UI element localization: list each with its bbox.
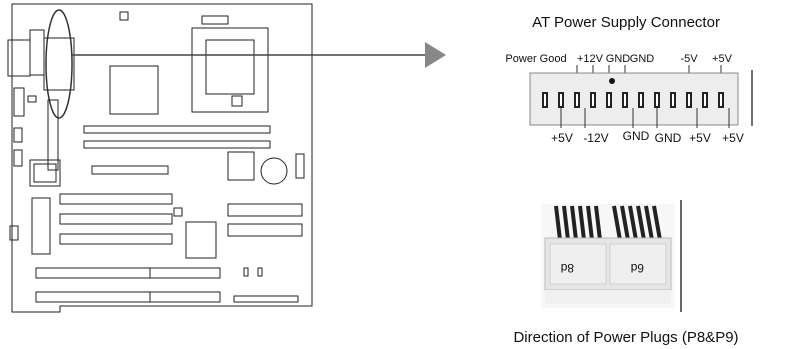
bottom-pin-label: +5V xyxy=(722,131,744,145)
power-connector-block xyxy=(43,37,75,91)
highlight-ellipse xyxy=(45,9,73,119)
expansion-slot xyxy=(59,213,173,225)
battery xyxy=(260,157,288,185)
connector-title: AT Power Supply Connector xyxy=(532,14,720,31)
back-panel-connector xyxy=(7,39,31,77)
bottom-pin-label: GND xyxy=(655,131,682,145)
back-panel-connector xyxy=(29,29,45,76)
top-pin-label: +12V xyxy=(577,53,604,65)
top-pin-label: GND xyxy=(606,53,631,65)
power-plugs-image: 8d 6d xyxy=(541,200,682,312)
isa-slot xyxy=(35,291,221,303)
memory-slot xyxy=(83,140,271,149)
plug-label-p9: 6d xyxy=(631,261,644,275)
plugs-caption: Direction of Power Plugs (P8&P9) xyxy=(513,329,738,346)
expansion-slot xyxy=(59,193,173,205)
connector-body xyxy=(529,70,753,126)
pin1-dot xyxy=(609,78,615,84)
top-pin-label: +5V xyxy=(712,53,733,65)
chipset xyxy=(109,65,159,115)
bottom-pin-label: +5V xyxy=(551,131,573,145)
plug-label-p8: 8d xyxy=(561,261,574,275)
pointer-arrow xyxy=(72,42,446,68)
top-pin-label: Power Good xyxy=(505,53,566,65)
top-pin-label: -5V xyxy=(680,53,698,65)
bottom-pin-labels: +5V -12V GND GND +5V +5V xyxy=(551,108,744,145)
motherboard-layout xyxy=(7,3,313,313)
memory-slot xyxy=(83,125,271,134)
top-pin-label: GND xyxy=(630,53,655,65)
bottom-pin-label: -12V xyxy=(583,131,608,145)
cpu-socket xyxy=(191,27,269,113)
bottom-pin-label: +5V xyxy=(689,131,711,145)
bottom-pin-label: GND xyxy=(623,129,650,143)
isa-slot xyxy=(35,267,221,279)
expansion-slot xyxy=(59,233,173,245)
motherboard-outline xyxy=(11,3,313,313)
